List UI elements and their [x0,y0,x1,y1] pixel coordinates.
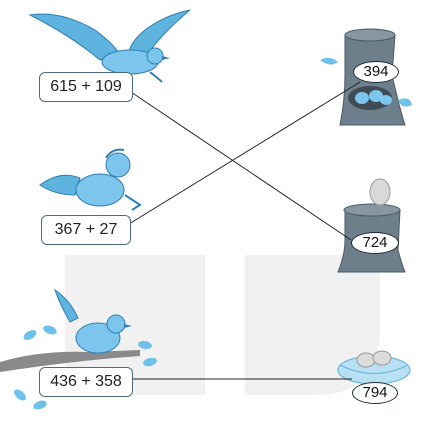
expression-box-3[interactable]: 436 + 358 [39,367,133,397]
match-line-1 [130,91,352,241]
jumping-bird-icon [39,148,142,211]
match-line-2 [128,81,361,225]
perched-bird-icon [54,288,132,354]
flying-bird-icon [28,9,191,83]
watermark-logo [65,255,380,395]
answer-oval-2[interactable]: 724 [351,232,399,254]
matching-lines [128,81,361,380]
nest-with-eggs-icon [337,350,411,385]
expression-box-1[interactable]: 615 + 109 [39,72,133,102]
branch-icon [0,325,157,410]
expression-box-2[interactable]: 367 + 27 [41,215,131,245]
answer-oval-1[interactable]: 394 [353,61,399,83]
tree-stump-with-egg-icon [337,178,406,273]
answer-oval-3[interactable]: 794 [352,382,398,404]
